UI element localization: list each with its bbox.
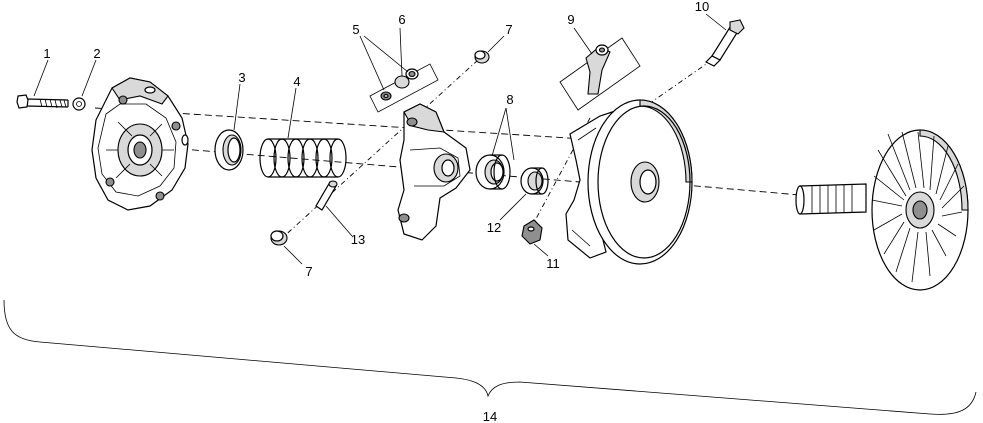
part-9-weight-assembly	[559, 37, 641, 111]
part-13-pin	[315, 180, 338, 211]
part-10-bolt	[704, 19, 745, 67]
part-7-button-top	[474, 50, 490, 64]
callout-numbers: 1 2 3 4 5 6 7 8 9 10 11 12 13 7 14	[43, 0, 709, 423]
part-3-ring	[214, 129, 244, 171]
spider	[397, 103, 471, 241]
fixed-sheave	[795, 129, 969, 291]
callout-13: 13	[351, 232, 365, 247]
callout-1: 1	[43, 46, 50, 61]
callout-3: 3	[238, 70, 245, 85]
callout-5: 5	[352, 22, 359, 37]
assembly-bracket	[3, 299, 977, 415]
part-2-washer	[72, 97, 86, 111]
part-5-6-roller-assembly	[369, 63, 439, 113]
part-12-bushing	[520, 167, 549, 195]
callout-10: 10	[695, 0, 709, 14]
callout-11: 11	[546, 256, 560, 271]
callout-7-bottom: 7	[305, 264, 312, 279]
callout-12: 12	[487, 220, 501, 235]
part-11-nut	[521, 219, 543, 245]
leader-lines	[33, 13, 727, 265]
part-1-bolt	[16, 94, 69, 109]
callout-7-top: 7	[505, 22, 512, 37]
part-4-spring	[259, 138, 347, 178]
callout-8: 8	[506, 92, 513, 107]
part-7-button-bottom	[270, 230, 288, 246]
callout-4: 4	[293, 74, 300, 89]
callout-14: 14	[483, 409, 497, 423]
cover-plate	[91, 77, 189, 211]
part-8-bushings	[475, 154, 511, 190]
movable-sheave	[565, 99, 693, 265]
callout-6: 6	[398, 12, 405, 27]
callout-2: 2	[93, 46, 100, 61]
callout-9: 9	[567, 12, 574, 27]
